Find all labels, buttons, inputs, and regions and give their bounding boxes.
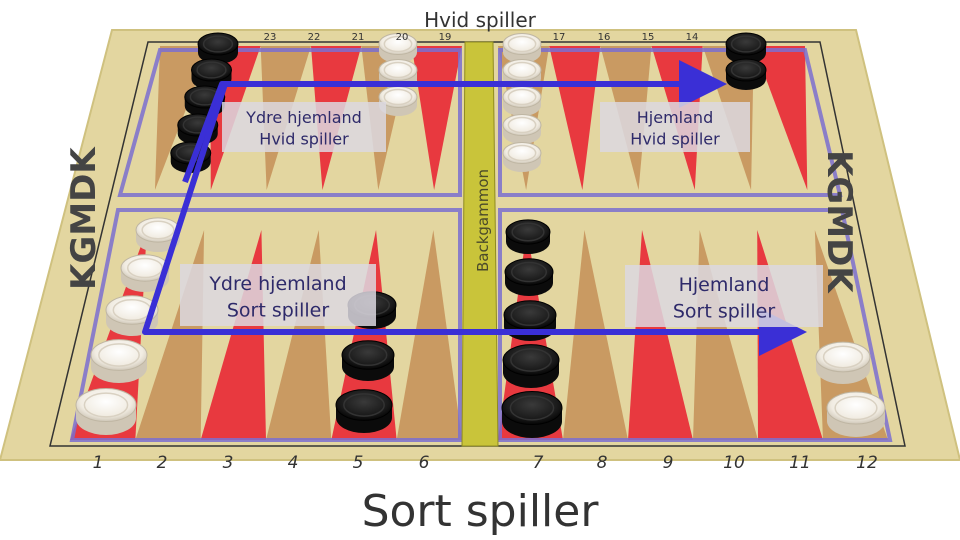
board-point-bottom xyxy=(135,230,205,440)
black-checker xyxy=(502,344,560,388)
black-checker xyxy=(725,58,767,90)
logo-left: KGMDK xyxy=(64,146,104,290)
quadrant-label-line2: Hvid spiller xyxy=(630,130,720,149)
white-checker xyxy=(502,33,542,63)
quadrant-label-box xyxy=(222,102,386,152)
point-number-bottom: 1 xyxy=(93,453,104,473)
point-number-bottom: 9 xyxy=(663,453,674,473)
point-number-top: 17 xyxy=(553,32,566,43)
quadrant-label-box xyxy=(625,265,823,327)
point-number-bottom: 8 xyxy=(597,453,608,473)
white-checker xyxy=(105,295,159,336)
point-number-bottom: 7 xyxy=(533,453,544,473)
point-number-top: 14 xyxy=(686,32,699,43)
quadrant-outline xyxy=(498,48,843,197)
board-point-top xyxy=(753,46,808,190)
white-checker xyxy=(75,388,137,436)
point-number-top: 23 xyxy=(264,32,277,43)
point-number-bottom: 11 xyxy=(789,453,811,473)
board-frame xyxy=(49,41,906,447)
top-player-title: Hvid spiller xyxy=(424,8,537,32)
board-point-bottom xyxy=(814,230,888,440)
quadrant-label-box xyxy=(180,264,376,326)
point-number-top: 16 xyxy=(598,32,611,43)
white-checker xyxy=(378,86,418,117)
black-move-arrow xyxy=(142,83,807,356)
quadrant-label-line1: Ydre hjemland xyxy=(245,108,362,127)
point-number-bottom: 12 xyxy=(856,453,878,473)
point-number-bottom: 10 xyxy=(723,453,745,473)
black-checker xyxy=(725,32,767,64)
quadrant-label-line2: Hvid spiller xyxy=(259,130,349,149)
quadrant-label-line1: Ydre hjemland xyxy=(208,273,346,295)
black-checker xyxy=(335,389,393,433)
bottom-player-title: Sort spiller xyxy=(362,486,600,537)
white-checker xyxy=(826,391,886,437)
quadrant-outline xyxy=(69,208,462,442)
point-number-top: 19 xyxy=(439,32,452,43)
point-number-bottom: 6 xyxy=(419,453,430,473)
center-bar xyxy=(461,41,499,447)
white-checker xyxy=(502,142,542,173)
point-number-bottom: 5 xyxy=(353,453,364,473)
quadrant-outline xyxy=(498,208,893,442)
point-number-bottom: 3 xyxy=(223,453,234,473)
point-number-top: 22 xyxy=(308,32,321,43)
white-checker xyxy=(502,86,542,117)
white-checker xyxy=(502,114,542,145)
quadrant-outline xyxy=(117,48,462,197)
point-number-top: 21 xyxy=(352,32,365,43)
white-checker xyxy=(135,217,181,252)
black-checker xyxy=(505,219,551,254)
bar-label: Backgammon xyxy=(474,169,492,272)
black-checker xyxy=(501,391,563,439)
black-checker xyxy=(341,340,395,381)
white-checker xyxy=(90,339,148,383)
quadrant-label-line1: Hjemland xyxy=(679,274,770,296)
point-number-top: 15 xyxy=(642,32,655,43)
quadrant-label-line1: Hjemland xyxy=(637,108,713,127)
quadrant-label-line2: Sort spiller xyxy=(227,300,329,322)
white-checker xyxy=(378,33,418,63)
point-number-bottom: 4 xyxy=(288,453,299,473)
black-checker xyxy=(504,258,554,296)
white-checker xyxy=(815,341,871,384)
point-number-bottom: 2 xyxy=(157,453,168,473)
quadrant-label-line2: Sort spiller xyxy=(673,301,775,323)
quadrant-label-box xyxy=(600,102,750,152)
point-number-top: 20 xyxy=(396,32,409,43)
logo-right: KGMDK xyxy=(819,150,859,294)
